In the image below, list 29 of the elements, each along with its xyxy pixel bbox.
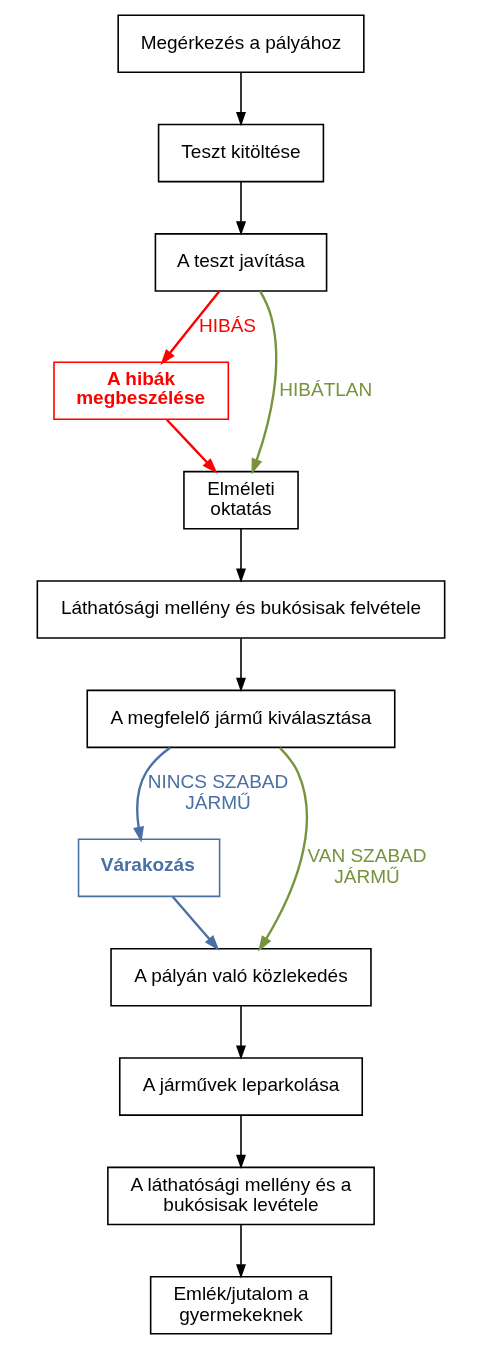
node-box: Várakozás [77, 838, 220, 898]
edge-label: NINCS SZABAD JÁRMŰ [147, 770, 288, 813]
node-box: A láthatósági mellény és a bukósisak levétele [106, 1166, 375, 1226]
arrow [235, 1224, 246, 1279]
node-box: A megfelelő jármű kiválasztása [85, 689, 396, 749]
node-box: Emlék/jutalom a gyermekeknek [149, 1275, 332, 1335]
node-box: A pályán való közlekedés [109, 947, 372, 1007]
arrow [132, 746, 171, 843]
edge-label: HIBÁS [198, 314, 256, 336]
arrow [235, 528, 246, 583]
arrow [160, 290, 220, 365]
node-box: Teszt kitöltése [157, 123, 324, 183]
node-box: Elméleti oktatás [182, 470, 299, 530]
arrow [235, 637, 246, 693]
node-box: Láthatósági mellény és bukósisak felvétele [36, 580, 445, 639]
arrow [171, 896, 219, 951]
edge-label: HIBÁTLAN [278, 378, 372, 400]
edge-label: VAN SZABAD JÁRMŰ [307, 845, 426, 888]
node-box: A hibák megbeszélése [52, 361, 229, 421]
arrow [235, 1005, 246, 1060]
arrow [257, 746, 308, 952]
arrow [235, 1114, 246, 1170]
arrow [251, 290, 277, 475]
node-box: A teszt javítása [154, 233, 327, 292]
arrow [235, 181, 246, 236]
node-box: A járművek leparkolása [118, 1057, 363, 1116]
arrow [235, 71, 246, 127]
node-box: Megérkezés a pályához [116, 14, 365, 74]
arrow [165, 418, 217, 474]
